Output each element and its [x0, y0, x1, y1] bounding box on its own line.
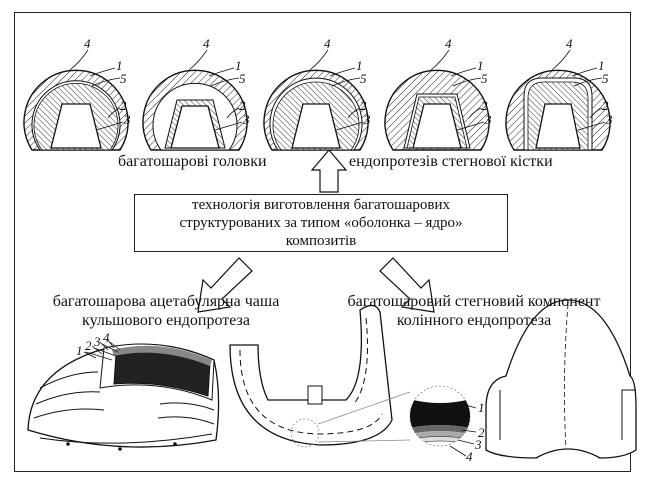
head-5-label-5: 5	[602, 72, 609, 85]
femoral-head-1	[24, 70, 128, 150]
cup-label-3: 3	[94, 335, 101, 348]
head-5-label-2: 2	[602, 99, 609, 112]
head-5-label-3: 3	[606, 113, 613, 126]
head-1-label-4: 4	[84, 37, 91, 50]
cup-caption: багатошарова ацетабулярна чаша кульшовог…	[16, 292, 316, 330]
head-3-label-4: 4	[324, 37, 331, 50]
head-4-label-2: 2	[481, 99, 488, 112]
head-4-label-3: 3	[485, 113, 492, 126]
cup-caption-line-1: багатошарова ацетабулярна чаша	[16, 292, 316, 311]
tech-line-2: структурованих за типом «оболонка – ядро…	[135, 215, 507, 232]
tech-line-1: технологія виготовлення багатошарових	[135, 197, 507, 214]
tech-line-3: композитів	[135, 233, 507, 250]
head-2-label-5: 5	[239, 72, 246, 85]
heads-caption-right: ендопротезів стегнової кістки	[349, 153, 553, 171]
cup-label-1: 1	[76, 344, 83, 357]
femoral-head-3	[264, 70, 368, 150]
knee-caption: багатошаровий стегновий компонент колінн…	[318, 292, 630, 330]
knee-label-3: 3	[475, 438, 482, 451]
femoral-head-4	[385, 70, 489, 150]
femoral-head-2	[143, 70, 247, 150]
head-3-label-5: 5	[360, 72, 367, 85]
head-1-label-3: 3	[124, 113, 131, 126]
acetabular-cup	[28, 342, 219, 451]
head-3-label-3: 3	[364, 113, 371, 126]
arrow-up	[312, 150, 346, 192]
heads-caption-left: багатошарові головки	[118, 153, 267, 171]
femoral-head-5	[506, 70, 610, 150]
head-1-label-5: 5	[120, 72, 127, 85]
cup-label-4: 4	[103, 331, 110, 344]
cup-caption-line-2: кульшового ендопротеза	[16, 311, 316, 330]
knee-label-4: 4	[466, 450, 473, 463]
knee-caption-line-1: багатошаровий стегновий компонент	[318, 292, 630, 311]
knee-label-1: 1	[478, 401, 485, 414]
knee-caption-line-2: колінного ендопротеза	[318, 311, 630, 330]
head-1-label-2: 2	[120, 99, 127, 112]
head-4-label-4: 4	[445, 37, 452, 50]
head-2-label-2: 2	[239, 99, 246, 112]
head-2-label-3: 3	[243, 113, 250, 126]
technology-box: технологія виготовлення багатошарових ст…	[134, 194, 508, 252]
cup-label-2: 2	[85, 339, 92, 352]
head-2-label-4: 4	[203, 37, 210, 50]
head-5-label-4: 4	[566, 37, 573, 50]
head-3-label-2: 2	[360, 99, 367, 112]
head-4-label-5: 5	[481, 72, 488, 85]
knee-layer-zoom	[400, 386, 480, 446]
